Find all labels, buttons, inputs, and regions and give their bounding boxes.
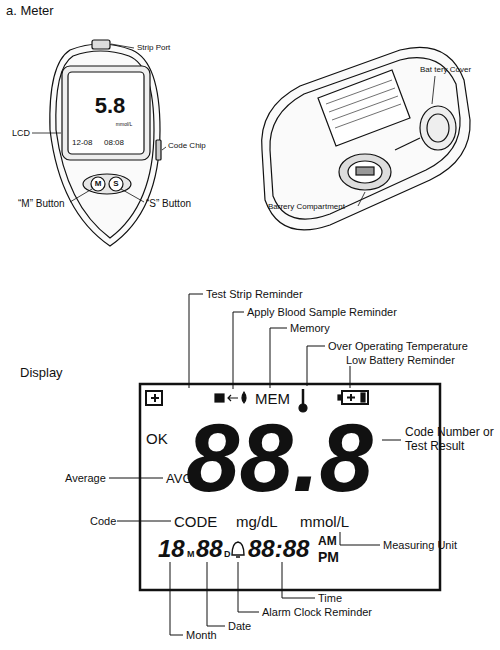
s-button: [109, 177, 123, 191]
part-label: S: [113, 180, 118, 188]
test-strip-icon: [146, 391, 162, 405]
part-label: 08:08: [104, 139, 124, 147]
part-label: Bat tery Cover: [420, 66, 471, 74]
battery-icon-tip: [338, 395, 342, 400]
battery-contact: [356, 167, 374, 175]
part-label: OK: [146, 431, 168, 446]
part-label: “M” Button: [18, 199, 65, 209]
part-label: AVG: [166, 472, 193, 485]
part-label: Time: [318, 593, 342, 604]
battery-cover-hinge: [395, 138, 420, 150]
meter-back-rim: [270, 58, 460, 219]
battery-icon-bar: [361, 393, 365, 402]
part-label: Code: [90, 516, 116, 527]
part-label: LCD: [12, 129, 30, 138]
part-label: 18: [158, 537, 185, 561]
part-label: Low Battery Reminder: [346, 355, 455, 366]
strip-port: [92, 40, 110, 49]
part-label: Test Strip Reminder: [206, 289, 303, 300]
part-label: Strip Port: [137, 44, 170, 52]
part-label: AM: [318, 535, 337, 547]
part-label: Measuring Unit: [383, 540, 457, 551]
strip-icon: [215, 394, 224, 402]
thermometer-icon: [302, 389, 305, 405]
part-label: 88: [196, 537, 223, 561]
part-label: mg/dL: [236, 514, 278, 529]
arrow-icon: [228, 395, 238, 401]
part-label: Code Number or Test Result: [405, 426, 497, 454]
battery-cover: [420, 106, 456, 150]
section-title: a. Meter: [6, 4, 54, 17]
part-label: Alarm Clock Reminder: [262, 607, 372, 618]
part-label: “S” Button: [146, 199, 191, 209]
meter-back-body: [262, 47, 470, 230]
part-label: Over Operating Temperature: [328, 341, 468, 352]
lcd-screen: [68, 72, 144, 154]
part-label: 5.8: [95, 95, 126, 117]
battery-cell: [348, 161, 382, 183]
lcd-bezel: [62, 66, 150, 160]
rating-sticker: [318, 70, 410, 146]
part-label: Average: [65, 473, 106, 484]
meter-body: [50, 44, 160, 246]
part-label: Month: [186, 630, 217, 641]
code-chip-slot: [156, 140, 161, 160]
part-label: CODE: [174, 514, 217, 529]
battery-compartment: [339, 154, 391, 190]
battery-icon: [342, 391, 368, 404]
alarm-bell-icon: [232, 542, 244, 557]
part-label: Date: [228, 621, 251, 632]
part-label: mmol/L: [300, 514, 349, 529]
m-button: [91, 177, 105, 191]
part-label: 88.8: [186, 410, 373, 506]
part-label: Barrery Compartment: [268, 203, 345, 211]
blood-drop-icon: [242, 392, 246, 403]
part-label: MEM: [255, 391, 290, 406]
part-label: Memory: [290, 323, 330, 334]
part-label: 88:88: [248, 537, 309, 561]
battery-cover-inner: [427, 114, 449, 142]
part-label: M: [187, 550, 195, 559]
part-label: PM: [318, 550, 339, 564]
part-label: mmol/L: [116, 122, 132, 127]
display-frame: [140, 384, 440, 590]
part-label: 12-08: [72, 139, 92, 147]
part-label: M: [95, 180, 102, 188]
battery-icon-plus: [347, 394, 355, 401]
test-strip-icon-mark: [151, 394, 159, 402]
part-label: Display: [20, 366, 63, 379]
part-label: Code Chip: [168, 142, 206, 150]
part-label: Apply Blood Sample Reminder: [247, 307, 397, 318]
meter-body-inner: [56, 51, 154, 238]
part-label: D: [224, 550, 231, 559]
